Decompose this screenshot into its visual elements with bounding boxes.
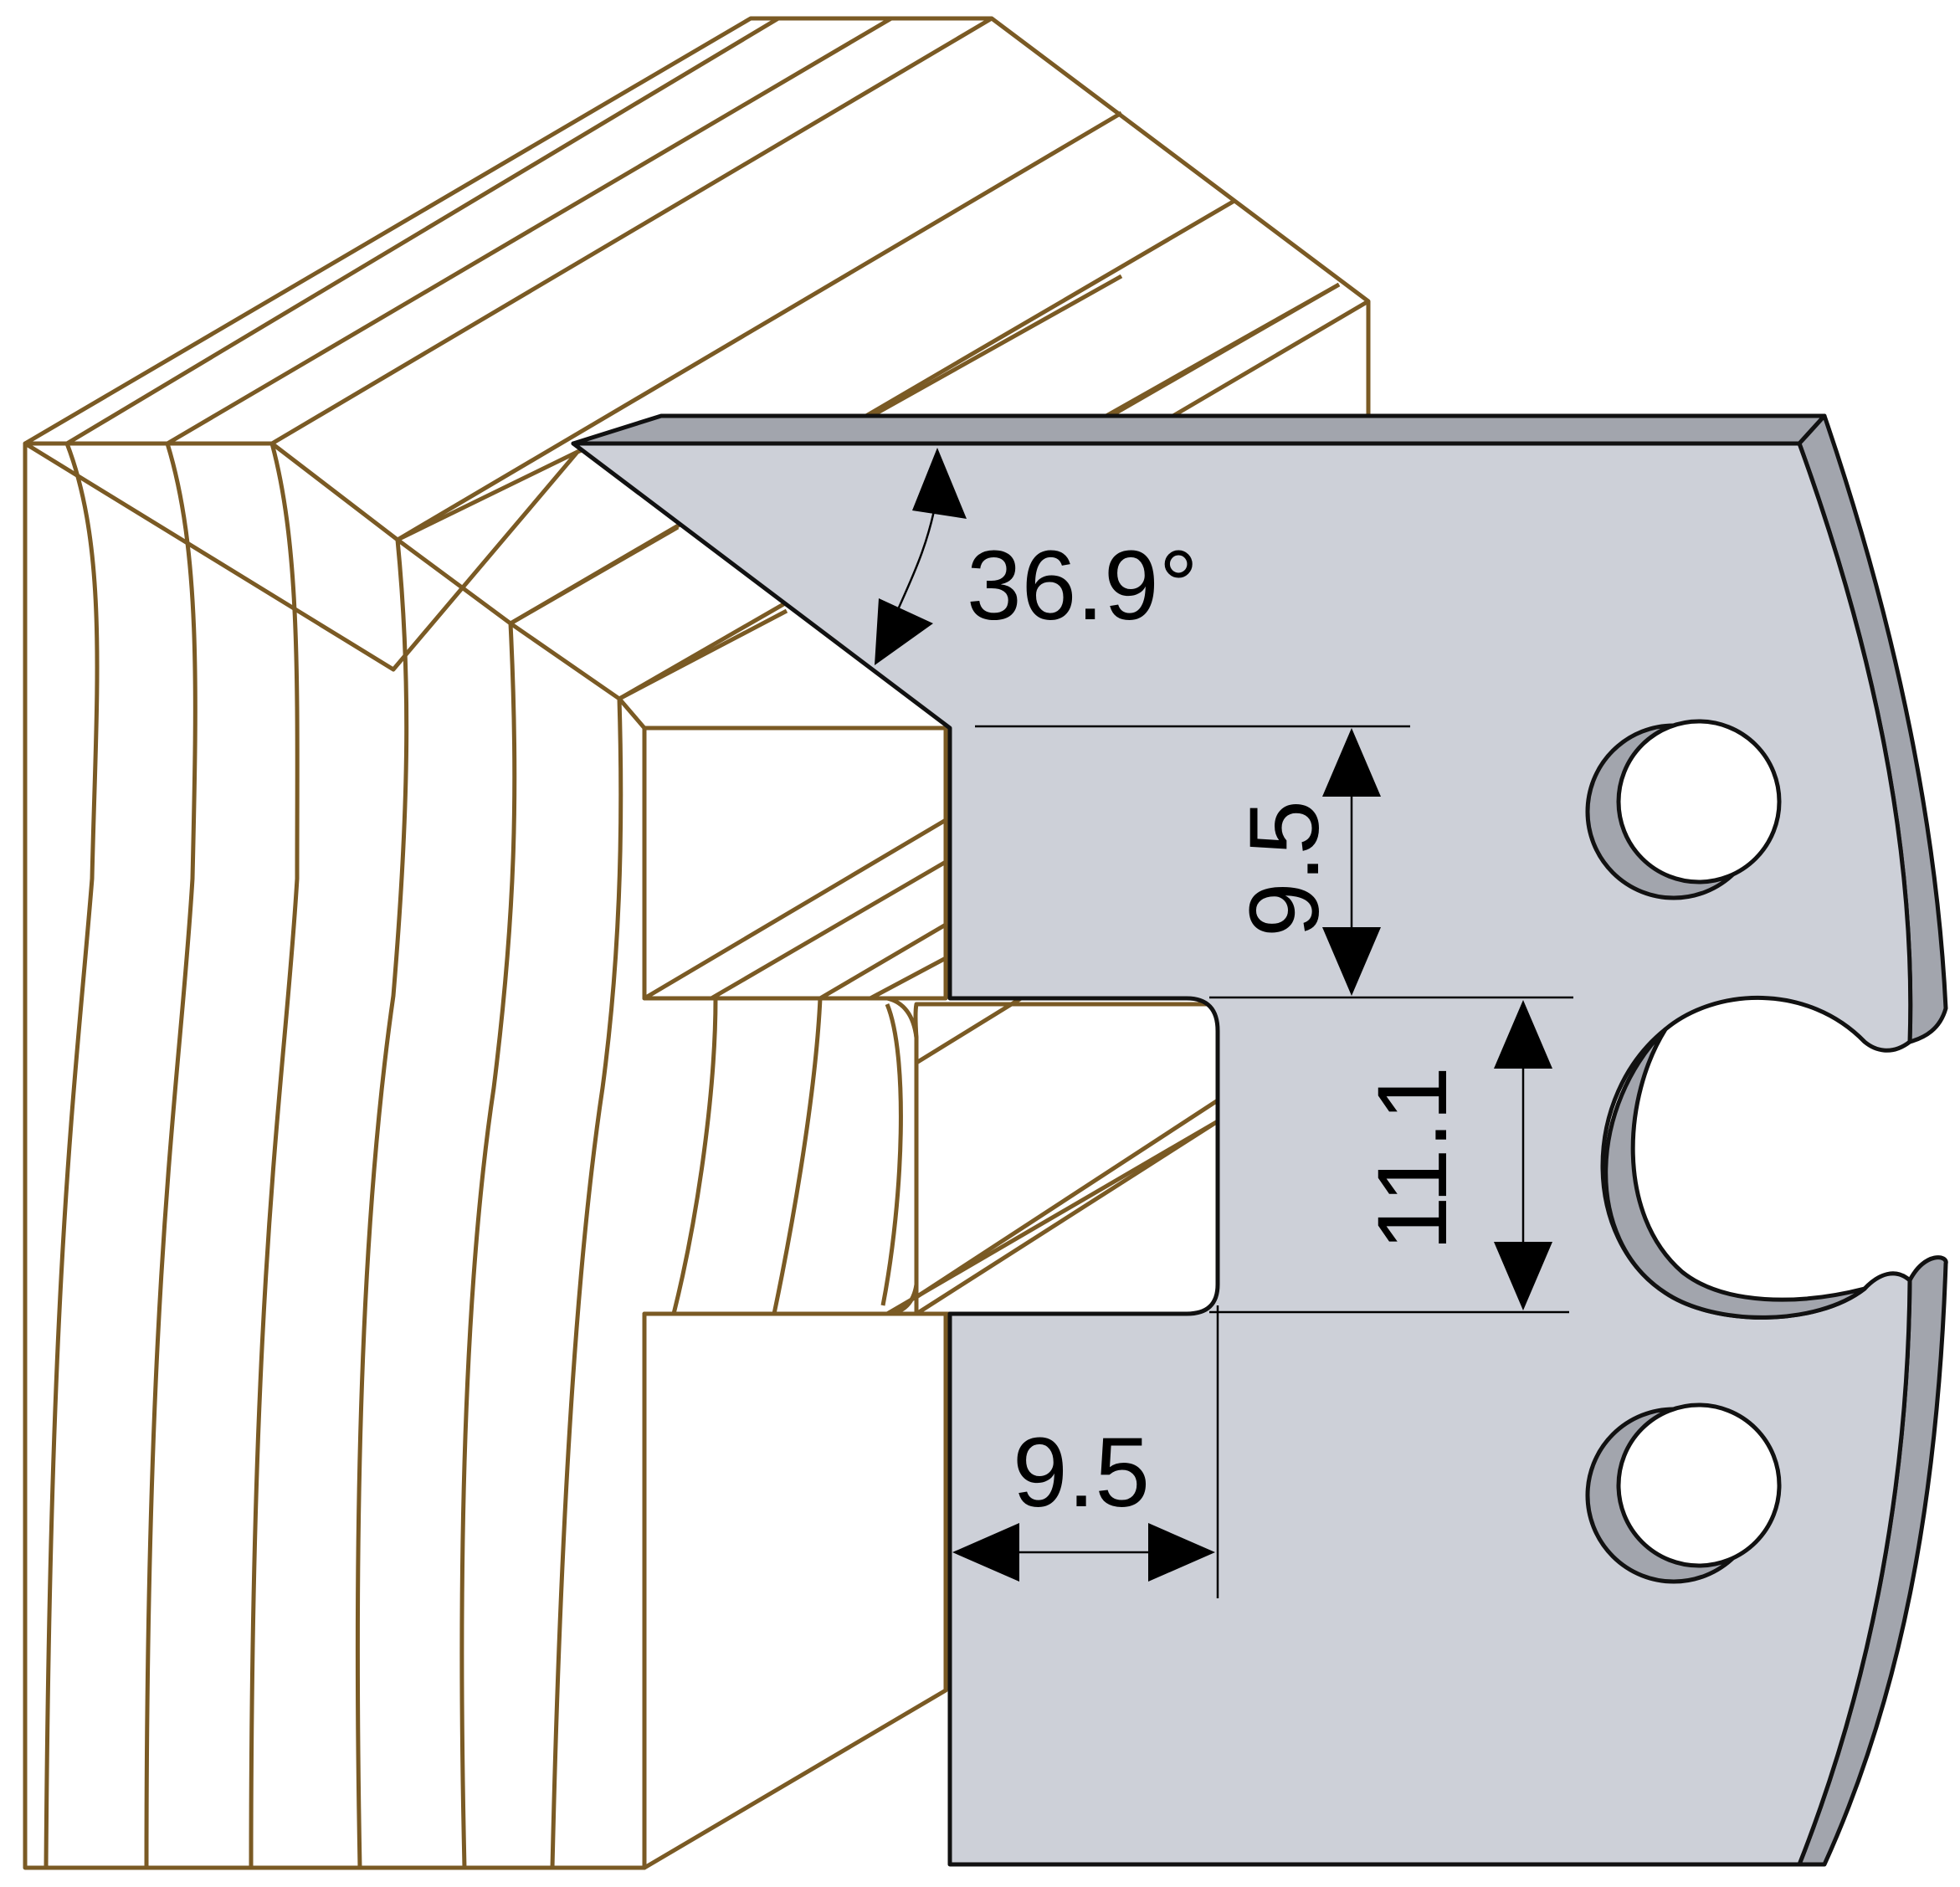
slot-bevel-shade [1603, 1027, 1867, 1320]
slot-height-arrow-down [1494, 1242, 1552, 1310]
angle-arrow-top [912, 448, 967, 519]
top-height-arrow-up [1322, 728, 1381, 797]
wood-workpiece [23, 16, 1371, 1870]
angle-label: 36.9° [967, 531, 1198, 641]
depth-dimension: 9.5 [952, 1305, 1219, 1598]
blade-top-bevel [571, 413, 1827, 446]
blade-face [571, 441, 1913, 1867]
top-height-label: 9.5 [1229, 800, 1340, 937]
top-height-dimension: 9.5 [975, 725, 1573, 999]
mounting-hole-bottom [1585, 1402, 1782, 1584]
dimension-annotations: 36.9° 9.5 11.1 9.5 [875, 448, 1573, 1598]
slot-height-dimension: 11.1 [1209, 1000, 1569, 1314]
mounting-hole-top [1585, 719, 1782, 900]
wood-end-grain [23, 441, 919, 1870]
wood-lower-face [642, 1311, 948, 1870]
depth-arrow-right [1148, 1523, 1215, 1582]
angle-dimension: 36.9° [875, 448, 1198, 665]
depth-label: 9.5 [1013, 1418, 1150, 1528]
slot-height-label: 11.1 [1357, 1066, 1468, 1251]
top-height-arrow-down [1322, 927, 1381, 996]
slot-height-arrow-up [1494, 1000, 1552, 1069]
depth-arrow-left [952, 1523, 1019, 1582]
wood-upper-step-face [642, 726, 948, 1001]
angle-arrow-bottom [875, 598, 933, 665]
steel-knife-blade [571, 413, 1948, 1867]
